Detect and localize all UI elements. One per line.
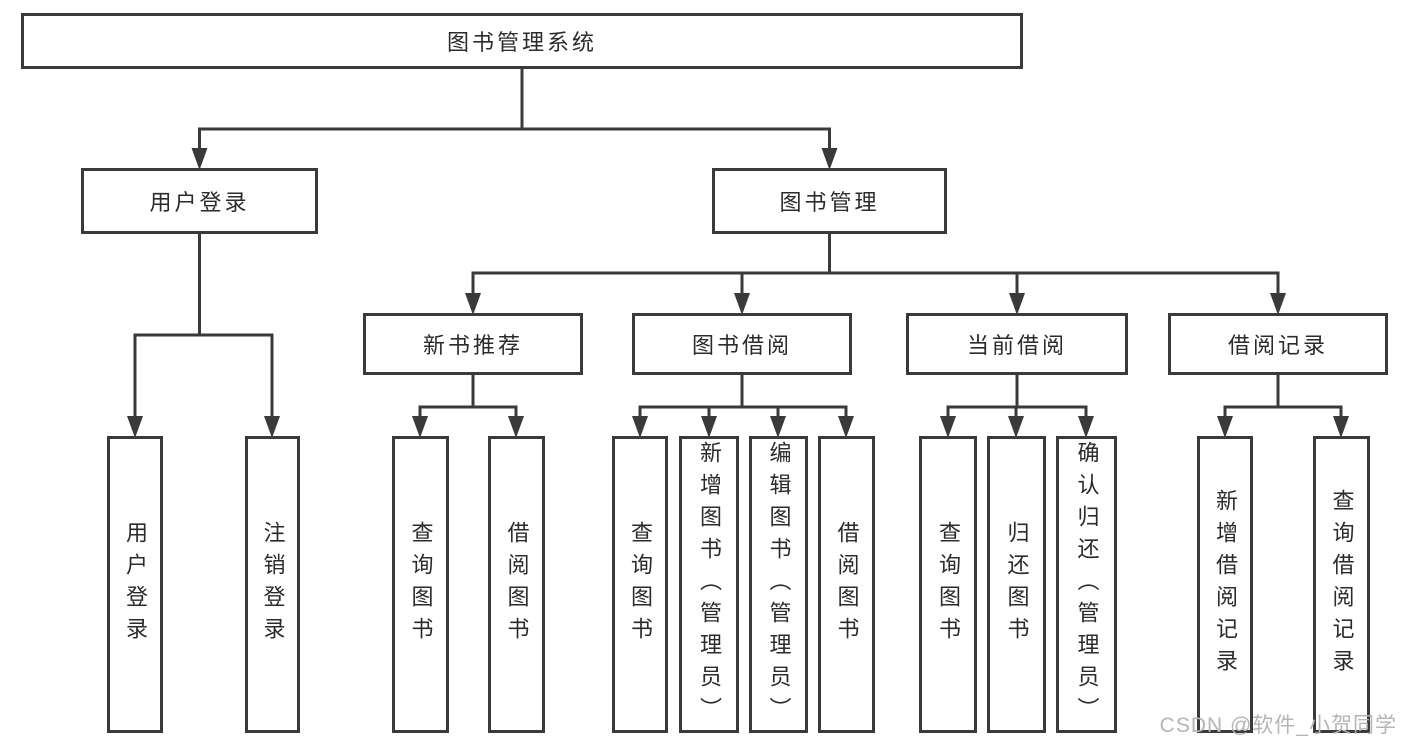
arrowhead-down-icon	[127, 416, 143, 438]
node-label: 图书管理系统	[446, 30, 597, 55]
leaf-return-books: 归还图书	[987, 436, 1046, 733]
arrowhead-down-icon	[264, 416, 280, 438]
node-label: 新增图书（管理员）	[697, 440, 722, 729]
edges-borrow-records-children	[1217, 375, 1349, 438]
edges-book-management-children	[465, 234, 1286, 315]
arrowhead-down-icon	[1217, 416, 1233, 438]
edges-book-borrow-children	[632, 375, 854, 438]
node-borrow-records: 借阅记录	[1168, 313, 1388, 375]
node-book-management: 图书管理	[712, 168, 947, 234]
node-label: 查询图书	[936, 520, 961, 649]
node-label: 借阅图书	[504, 520, 530, 649]
node-label: 归还图书	[1004, 520, 1030, 649]
arrowhead-down-icon	[412, 416, 428, 438]
node-label: 借阅图书	[834, 520, 860, 649]
node-label: 借阅记录	[1227, 333, 1328, 358]
node-label: 用户登录	[149, 190, 250, 215]
leaf-query-borrow-record: 查询借阅记录	[1313, 436, 1370, 733]
leaf-add-books-admin: 新增图书（管理员）	[679, 436, 739, 733]
arrowhead-down-icon	[770, 416, 786, 438]
arrowhead-down-icon	[734, 293, 750, 315]
leaf-add-borrow-record: 新增借阅记录	[1197, 436, 1253, 733]
node-label: 图书借阅	[691, 333, 792, 358]
leaf-user-login: 用户登录	[107, 436, 163, 733]
leaf-recommend-borrow-books: 借阅图书	[488, 436, 545, 733]
node-label: 新书推荐	[422, 333, 523, 358]
arrowhead-down-icon	[508, 416, 524, 438]
node-label: 查询图书	[408, 520, 434, 649]
edges-current-borrow-children	[940, 375, 1094, 438]
leaf-borrow-books: 借阅图书	[818, 436, 875, 733]
edges-new-book-recommend-children	[412, 375, 524, 438]
arrowhead-down-icon	[465, 293, 481, 315]
node-label: 用户登录	[123, 520, 148, 649]
arrowhead-down-icon	[838, 416, 854, 438]
node-current-borrow: 当前借阅	[906, 313, 1128, 375]
arrowhead-down-icon	[701, 416, 717, 438]
node-label: 确认归还（管理员）	[1074, 440, 1100, 729]
node-library-management-system: 图书管理系统	[21, 13, 1023, 69]
arrowhead-down-icon	[821, 148, 838, 170]
arrowhead-down-icon	[1008, 416, 1024, 438]
arrowhead-down-icon	[940, 416, 956, 438]
leaf-current-query-books: 查询图书	[919, 436, 977, 733]
node-label: 当前借阅	[966, 333, 1067, 358]
node-label: 查询借阅记录	[1329, 488, 1355, 681]
node-label: 注销登录	[260, 520, 286, 649]
leaf-recommend-query-books: 查询图书	[392, 436, 449, 733]
leaf-confirm-return-admin: 确认归还（管理员）	[1056, 436, 1117, 733]
node-label: 图书管理	[779, 190, 880, 215]
arrowhead-down-icon	[1333, 416, 1349, 438]
watermark: CSDN @软件_小贺同学	[1159, 714, 1397, 737]
leaf-logout: 注销登录	[245, 436, 300, 733]
node-user-login: 用户登录	[81, 168, 318, 234]
leaf-edit-books-admin: 编辑图书（管理员）	[749, 436, 808, 733]
arrowhead-down-icon	[632, 416, 648, 438]
node-label: 编辑图书（管理员）	[766, 440, 792, 729]
arrowhead-down-icon	[1078, 416, 1094, 438]
node-label: 新增借阅记录	[1213, 488, 1238, 681]
edges-user-login-children	[127, 234, 280, 438]
edges-root-to-level2	[191, 69, 838, 170]
arrowhead-down-icon	[1009, 293, 1025, 315]
arrowhead-down-icon	[191, 148, 208, 170]
node-label: 查询图书	[628, 520, 653, 649]
node-new-book-recommend: 新书推荐	[363, 313, 583, 375]
leaf-borrow-query-books: 查询图书	[612, 436, 668, 733]
arrowhead-down-icon	[1270, 293, 1286, 315]
node-book-borrow: 图书借阅	[632, 313, 852, 375]
